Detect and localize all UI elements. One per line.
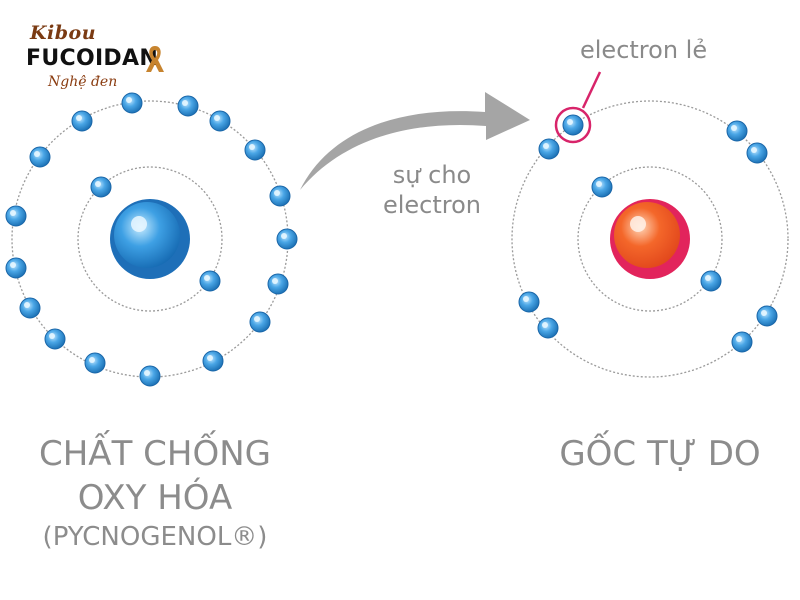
electron <box>139 365 161 387</box>
electron <box>756 305 778 327</box>
right-nucleus <box>614 202 680 268</box>
electron <box>199 270 221 292</box>
right-nucleus-highlight <box>630 216 646 232</box>
electron <box>267 273 289 295</box>
electron <box>44 328 66 350</box>
electron <box>700 270 722 292</box>
electron <box>276 228 298 250</box>
brand-logo-main: FUCOIDAN <box>26 46 159 71</box>
arrow-label-line1: sự cho <box>392 161 472 189</box>
antioxidant-title-line2: OXY HÓA <box>77 478 233 518</box>
left-molecule <box>5 92 298 387</box>
lone-electron <box>562 114 584 136</box>
electron <box>746 142 768 164</box>
right-electrons <box>518 114 778 353</box>
right-outer-orbit <box>511 100 789 378</box>
electron <box>731 331 753 353</box>
ribbon-icon <box>146 46 164 72</box>
free-radical-title: GỐC TỰ DO <box>559 434 761 474</box>
electron <box>90 176 112 198</box>
electron <box>726 120 748 142</box>
electron <box>84 352 106 374</box>
lone-electron-pointer <box>581 71 602 109</box>
free-radical-label: GỐC TỰ DO <box>540 432 780 476</box>
brand-logo-sub: Nghệ đen <box>48 74 118 90</box>
electron <box>19 297 41 319</box>
electron <box>177 95 199 117</box>
brand-logo: Kibou FUCOIDAN Nghệ đen <box>26 22 176 102</box>
antioxidant-subtitle: (PYCNOGENOL®) <box>42 522 268 552</box>
brand-logo-top: Kibou <box>30 22 97 44</box>
lone-electron-marker <box>554 106 592 144</box>
arrow-label: sự cho electron <box>372 160 492 220</box>
antioxidant-title-line1: CHẤT CHỐNG <box>39 434 271 474</box>
left-nucleus <box>114 202 180 268</box>
electron <box>518 291 540 313</box>
arrow-label-line2: electron <box>382 191 482 219</box>
right-inner-orbit <box>577 166 723 312</box>
electron <box>537 317 559 339</box>
electron <box>5 205 27 227</box>
electron <box>5 257 27 279</box>
electron <box>202 350 224 372</box>
left-inner-orbit <box>77 166 223 312</box>
left-nucleus-highlight <box>131 216 147 232</box>
antioxidant-label: CHẤT CHỐNG OXY HÓA (PYCNOGENOL®) <box>20 432 290 554</box>
electron <box>244 139 266 161</box>
left-electrons <box>5 92 298 387</box>
electron <box>71 110 93 132</box>
electron <box>209 110 231 132</box>
electron <box>538 138 560 160</box>
donation-arrow <box>300 92 530 190</box>
electron <box>249 311 271 333</box>
electron <box>121 92 143 114</box>
electron <box>29 146 51 168</box>
lone-electron-label: electron lẻ <box>580 36 708 64</box>
right-molecule <box>511 71 789 378</box>
electron <box>269 185 291 207</box>
electron <box>591 176 613 198</box>
